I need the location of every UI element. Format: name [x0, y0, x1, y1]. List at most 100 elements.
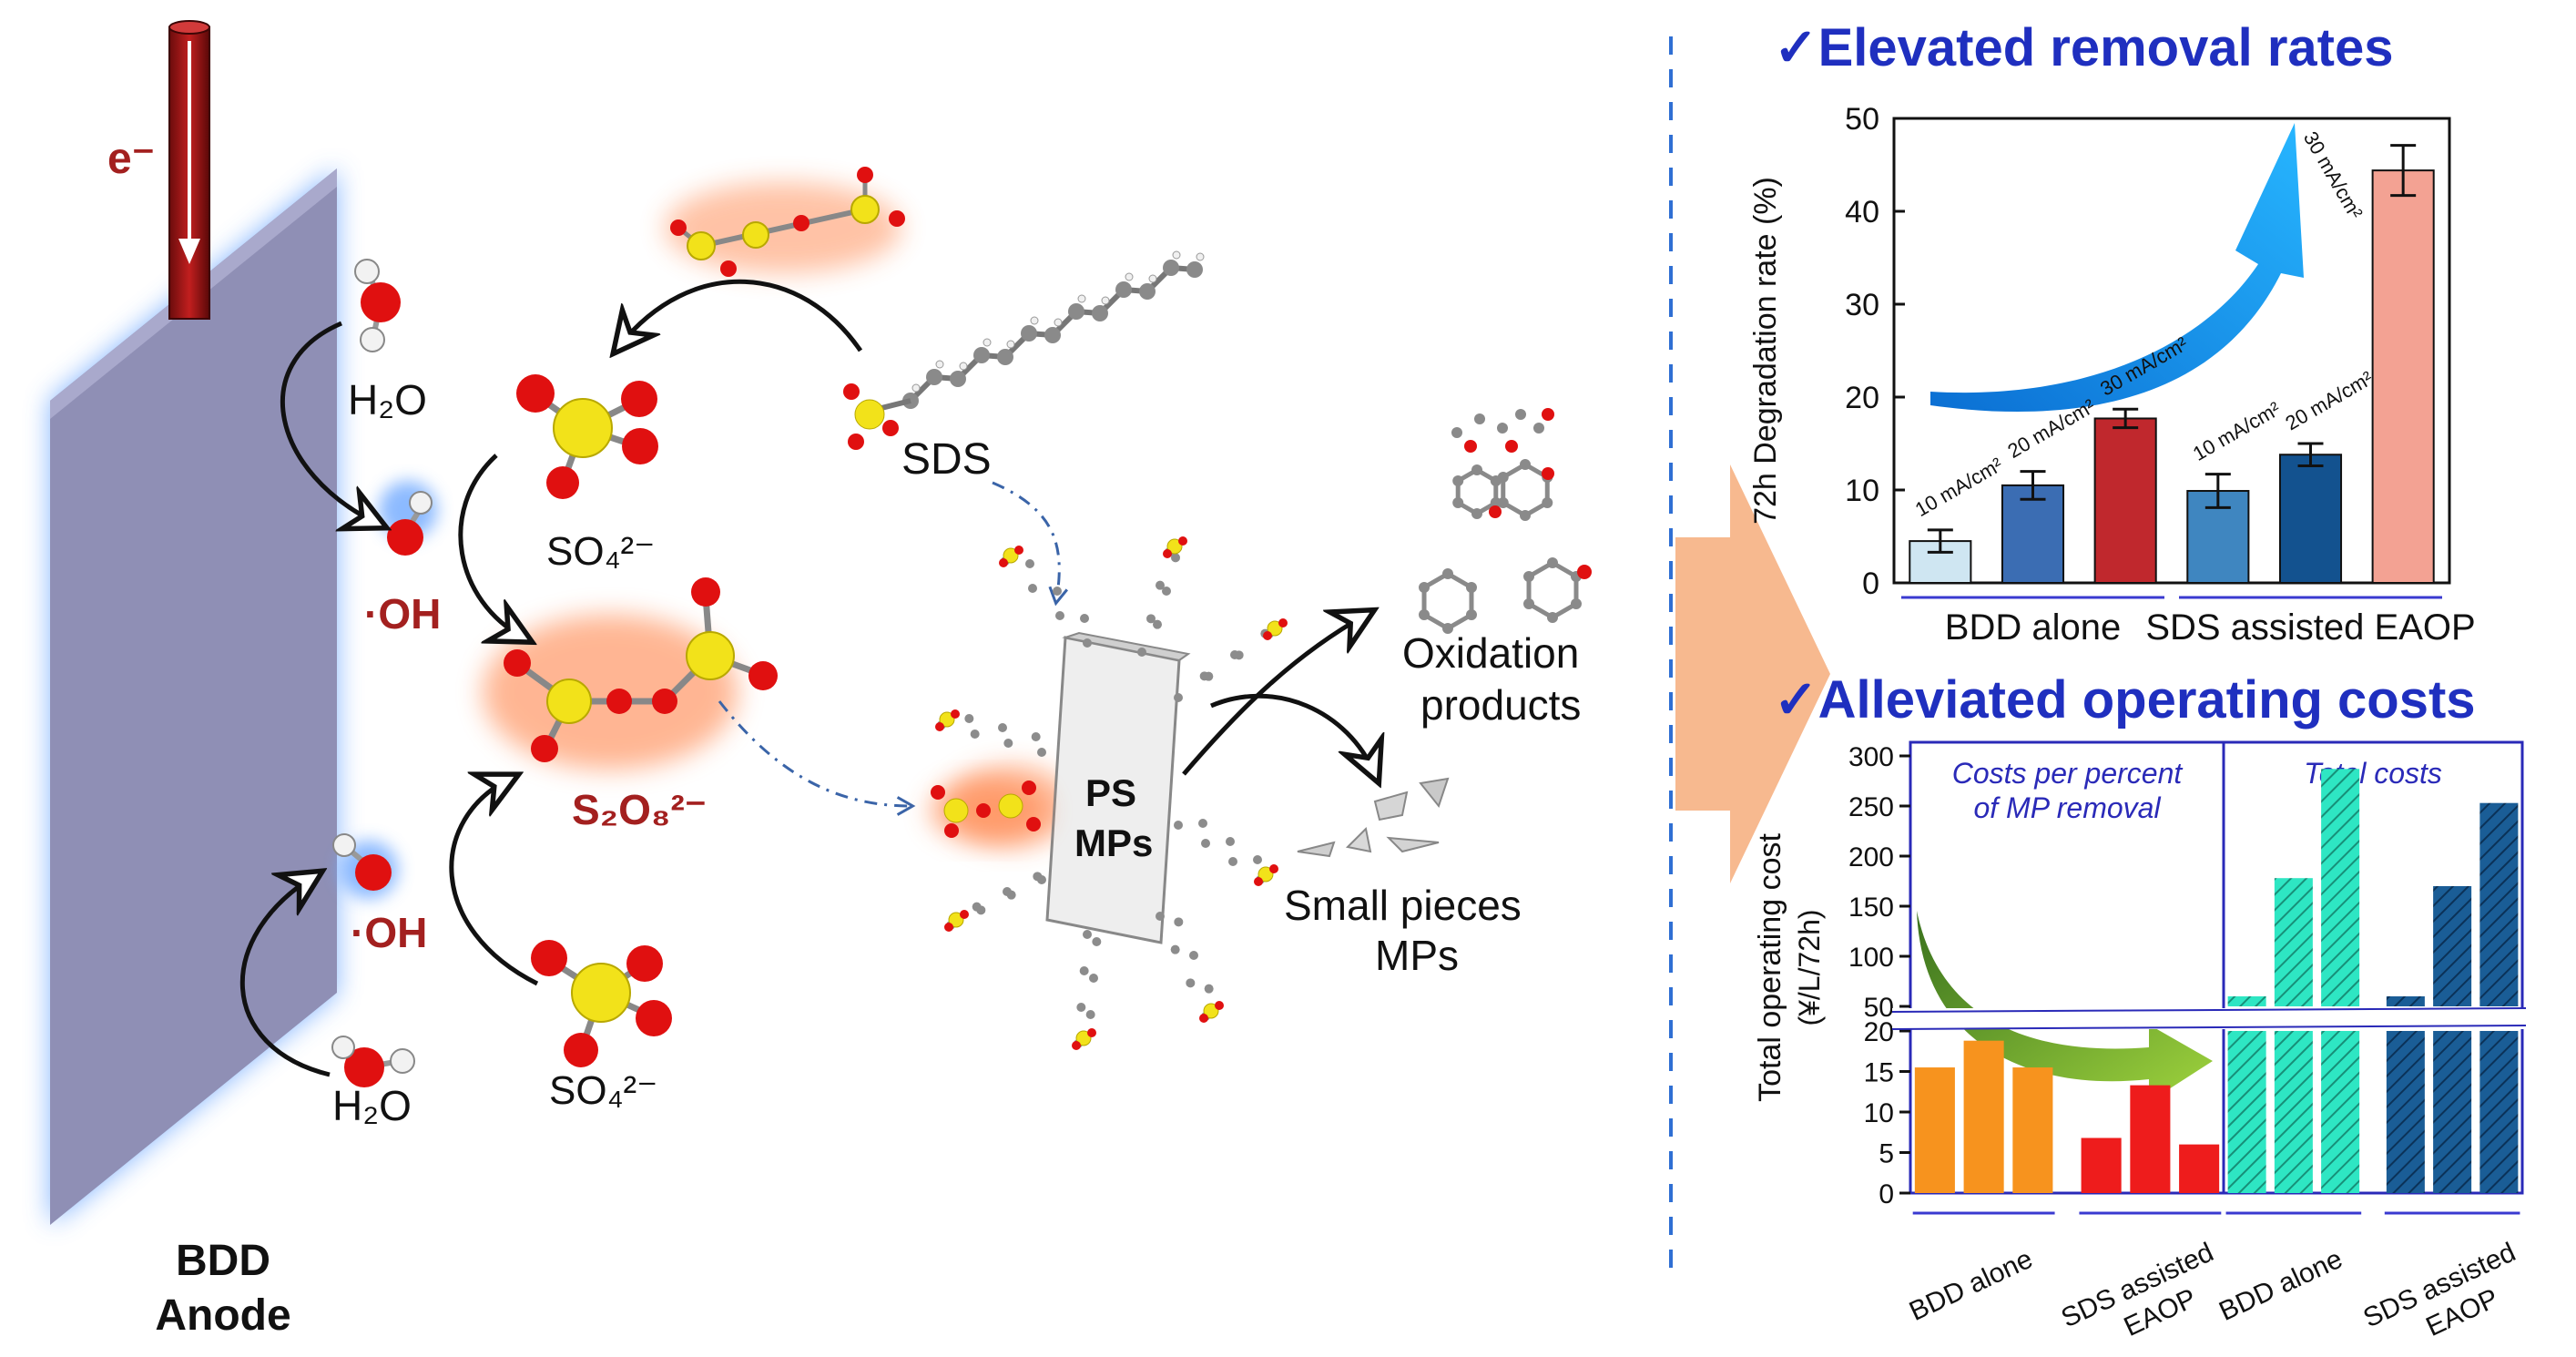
persulfate-sulfur-atom	[943, 798, 969, 823]
chain-carbon-atom	[1204, 671, 1214, 681]
product-carbon-atom	[1547, 612, 1558, 623]
small-pieces-icon	[1297, 777, 1450, 858]
sds-carbon-atom	[1163, 260, 1179, 276]
sds-sulfur-atom	[854, 399, 885, 430]
per-percent-bar	[2179, 1144, 2220, 1193]
panel-left-title-line2: of MP removal	[1973, 791, 2161, 824]
chain-carbon-atom	[1089, 974, 1098, 983]
sds-oxygen-atom	[882, 420, 899, 436]
ps-microplastic-icon	[929, 536, 1288, 1050]
sulfate-label-bottom: SO₄²⁻	[549, 1068, 657, 1113]
total-cost-bar-lower	[2227, 1031, 2266, 1193]
chain-oxygen-atom	[1178, 536, 1187, 546]
chain-oxygen-atom	[951, 709, 960, 719]
chain-carbon-atom	[1003, 739, 1013, 748]
total-cost-bar-upper	[2274, 878, 2313, 1006]
bottom-y-tick-label: 15	[1864, 1058, 1894, 1088]
sds-carbon-atom	[973, 347, 990, 363]
chain-sulfur-atom	[1267, 620, 1283, 637]
sds-hydrogen-atom	[959, 362, 968, 371]
bottom-y-tick-label: 20	[1864, 1017, 1894, 1047]
product-carbon-atom	[1490, 475, 1502, 486]
chain-carbon-atom	[1080, 614, 1089, 623]
anode-label-line2: Anode	[155, 1291, 290, 1340]
persulfate-icon	[483, 577, 778, 770]
trend-arrow-icon	[1930, 123, 2304, 413]
product-carbon-atom	[1474, 413, 1485, 424]
total-cost-bar-upper	[2386, 996, 2425, 1006]
anode-label-line1: BDD	[176, 1237, 270, 1285]
chain-carbon-atom	[1162, 587, 1171, 596]
sds-oxygen-atom	[843, 383, 860, 400]
chain-oxygen-atom	[1014, 546, 1023, 555]
sds-hydrogen-atom	[1006, 340, 1015, 349]
total-cost-bar-upper	[2227, 996, 2266, 1006]
bottom-group-label: BDD alone	[2215, 1244, 2347, 1327]
chain-oxygen-atom	[935, 722, 944, 731]
top-chart-frame	[1892, 117, 2451, 585]
chain-oxygen-atom	[1278, 618, 1288, 627]
sulfate-label-top: SO₄²⁻	[546, 529, 655, 574]
sds-hydrogen-atom	[1101, 296, 1110, 305]
product-oxygen-atom	[1542, 408, 1554, 421]
products-label-line1: Oxidation	[1402, 629, 1579, 677]
product-carbon-atom	[1520, 510, 1531, 521]
chain-sulfur-atom	[939, 711, 955, 728]
product-carbon-atom	[1471, 508, 1482, 519]
bottom-y-tick-label: 100	[1848, 943, 1894, 973]
particle-label-line1: PS	[1085, 771, 1136, 814]
sds-carbon-atom	[1186, 261, 1203, 278]
chain-oxygen-atom	[1072, 1041, 1081, 1050]
sds-hydrogen-atom	[1196, 252, 1205, 261]
chain-carbon-atom	[1083, 930, 1092, 939]
chain-oxygen-atom	[1199, 1014, 1208, 1023]
chain-carbon-atom	[1003, 887, 1012, 896]
chain-oxygen-atom	[944, 923, 953, 932]
arrow-water-to-hydroxyl-top	[280, 321, 378, 524]
chain-oxygen-atom	[1269, 864, 1278, 873]
hydroxyl-label-top: ·OH	[364, 590, 441, 638]
sds-carbon-atom	[950, 371, 966, 387]
chain-carbon-atom	[1031, 732, 1041, 741]
per-percent-bar	[2012, 1067, 2053, 1193]
top-y-tick-label: 30	[1845, 288, 1879, 322]
sds-carbon-atom	[997, 349, 1013, 365]
sds-label: SDS	[901, 435, 992, 484]
product-carbon-atom	[1542, 497, 1553, 508]
pieces-label-line2: MPs	[1375, 932, 1459, 979]
arrow-particle-to-pieces	[1210, 693, 1375, 774]
bottom-y-tick-label: 0	[1879, 1179, 1894, 1209]
top-bar	[2001, 484, 2065, 585]
chain-carbon-atom	[1085, 1010, 1095, 1019]
chain-carbon-atom	[1170, 944, 1180, 954]
product-carbon-atom	[1497, 423, 1508, 434]
top-bar	[2093, 417, 2157, 584]
sulfate-from-sds-icon	[665, 167, 905, 277]
chain-carbon-atom	[1053, 587, 1062, 596]
persulfate-oxygen-atom	[1026, 817, 1041, 832]
sds-hydrogen-atom	[1172, 250, 1181, 260]
bottom-y-tick-label: 10	[1864, 1098, 1894, 1128]
sds-hydrogen-atom	[1077, 294, 1086, 303]
total-cost-bar-lower	[2321, 1031, 2360, 1193]
water-label-bottom: H₂O	[332, 1082, 412, 1129]
product-carbon-atom	[1442, 623, 1453, 634]
chain-oxygen-atom	[1254, 877, 1263, 886]
bottom-y-tick-label: 150	[1848, 893, 1894, 923]
panel-left-title-line1: Costs per percent	[1952, 757, 2184, 790]
chain-carbon-atom	[1174, 821, 1183, 830]
water-label-top: H₂O	[348, 376, 427, 423]
product-carbon-atom	[1442, 568, 1453, 579]
sds-carbon-atom	[1044, 327, 1061, 343]
persulfate-oxygen-atom	[944, 823, 959, 838]
hydroxyl-top-icon	[379, 481, 437, 556]
sds-hydrogen-atom	[1148, 274, 1157, 283]
bottom-y-tick-label: 200	[1848, 842, 1894, 872]
axis-break-line	[1891, 1007, 2527, 1013]
chain-oxygen-atom	[999, 558, 1008, 567]
sds-carbon-atom	[1115, 281, 1132, 298]
product-carbon-atom	[1523, 571, 1535, 582]
chain-carbon-atom	[1028, 584, 1037, 593]
chain-carbon-atom	[1198, 819, 1207, 828]
